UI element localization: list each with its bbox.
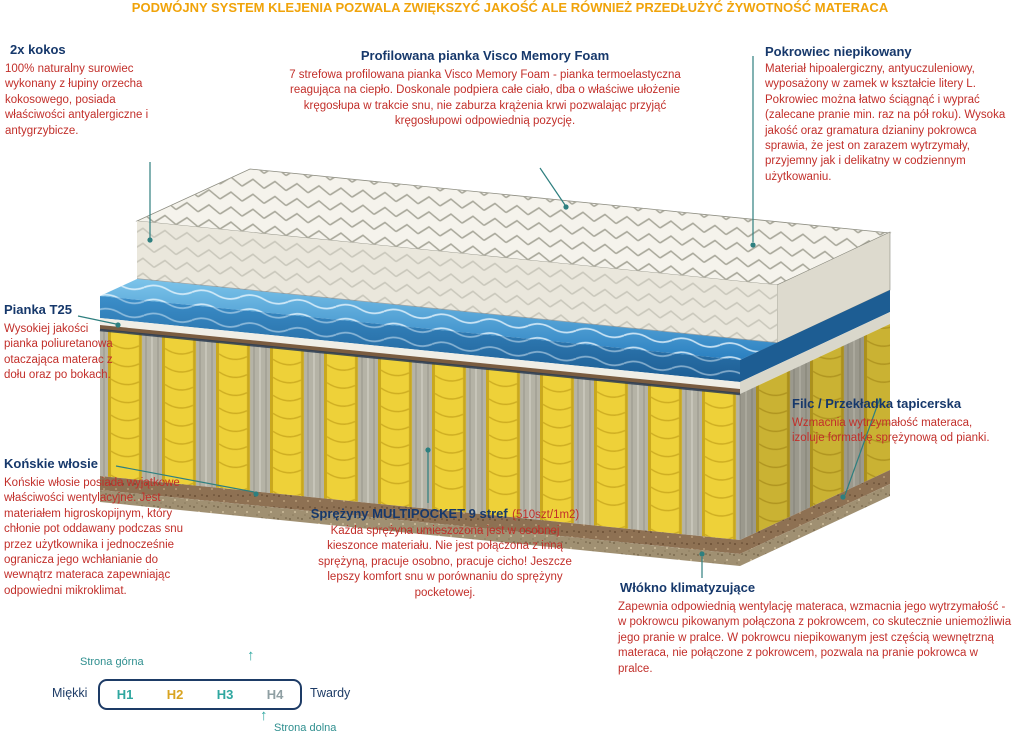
hardness-levels: H1 H2 H3 H4 bbox=[98, 679, 302, 710]
up-arrow-bottom-icon: ↑ bbox=[260, 707, 268, 724]
leader-lines bbox=[77, 56, 881, 578]
filc-body: Wzmacnia wytrzymałość materaca, izoluje … bbox=[792, 417, 990, 445]
leader-line-filc bbox=[840, 397, 881, 500]
sprezyny-body: Każda sprężyna umieszczona jest w osobne… bbox=[318, 525, 572, 599]
leader-line-konskie-wlosie bbox=[115, 465, 259, 497]
bottom-side-label: Strona dolna bbox=[274, 722, 337, 734]
top-side-label: Strona górna bbox=[80, 656, 144, 668]
profiled-foam-layer bbox=[135, 168, 892, 344]
leader-line-wlokno bbox=[699, 551, 705, 578]
climate-fiber-layer bbox=[100, 484, 890, 566]
pianka-t25-title: Pianka T25 bbox=[4, 302, 72, 317]
pianka-t25-body: Wysokiej jakości pianka poliuretanowa ot… bbox=[4, 323, 113, 382]
visco-blue-layer bbox=[100, 279, 890, 382]
konskie-wlosie-body: Końskie włosie posiada wyjątkowe właściw… bbox=[4, 477, 184, 597]
hard-label: Twardy bbox=[310, 686, 351, 700]
pocket-springs-layer bbox=[99, 324, 890, 540]
wlokno-body: Zapewnia odpowiednią wentylację materaca… bbox=[618, 601, 1012, 675]
hardness-level-h1: H1 bbox=[116, 687, 134, 702]
sprezyny-title: Sprężyny MULTIPOCKET 9 stref (510szt/1m2… bbox=[310, 505, 580, 523]
visco-title: Profilowana pianka Visco Memory Foam bbox=[360, 48, 610, 63]
leader-line-pianka-t25 bbox=[77, 315, 121, 328]
leader-line-kokos bbox=[147, 162, 153, 243]
white-foam-layer bbox=[100, 312, 890, 394]
visco-body: 7 strefowa profilowana pianka Visco Memo… bbox=[289, 69, 681, 128]
leader-line-pokrowiec bbox=[750, 56, 756, 248]
hardness-scale: Strona górna ↑ Miękki H1 H2 H3 H4 Twardy… bbox=[52, 646, 372, 742]
kokos-title: 2x kokos bbox=[10, 42, 66, 57]
sprezyny-title-suffix: (510szt/1m2) bbox=[512, 509, 580, 521]
kokos-body: 100% naturalny surowiec wykonany z łupin… bbox=[5, 63, 149, 137]
top-banner: PODWÓJNY SYSTEM KLEJENIA POZWALA ZWIĘKSZ… bbox=[131, 0, 889, 15]
hardness-level-h3: H3 bbox=[216, 687, 234, 702]
filc-title: Filc / Przekładka tapicerska bbox=[792, 396, 962, 411]
pokrowiec-body: Materiał hipoalergiczny, antyuczuleniowy… bbox=[765, 63, 1006, 183]
leader-line-sprezyny bbox=[425, 447, 431, 503]
sprezyny-title-main: Sprężyny MULTIPOCKET 9 stref bbox=[310, 506, 508, 521]
up-arrow-icon: ↑ bbox=[247, 647, 255, 664]
soft-label: Miękki bbox=[52, 686, 88, 700]
leader-line-visco bbox=[539, 167, 569, 210]
pokrowiec-title: Pokrowiec niepikowany bbox=[765, 44, 912, 59]
hardness-level-h2: H2 bbox=[166, 687, 184, 702]
konskie-wlosie-title: Końskie włosie bbox=[4, 456, 98, 471]
felt-layer bbox=[100, 470, 890, 554]
wlokno-title: Włókno klimatyzujące bbox=[620, 580, 756, 595]
hardness-level-h4: H4 bbox=[266, 687, 284, 702]
